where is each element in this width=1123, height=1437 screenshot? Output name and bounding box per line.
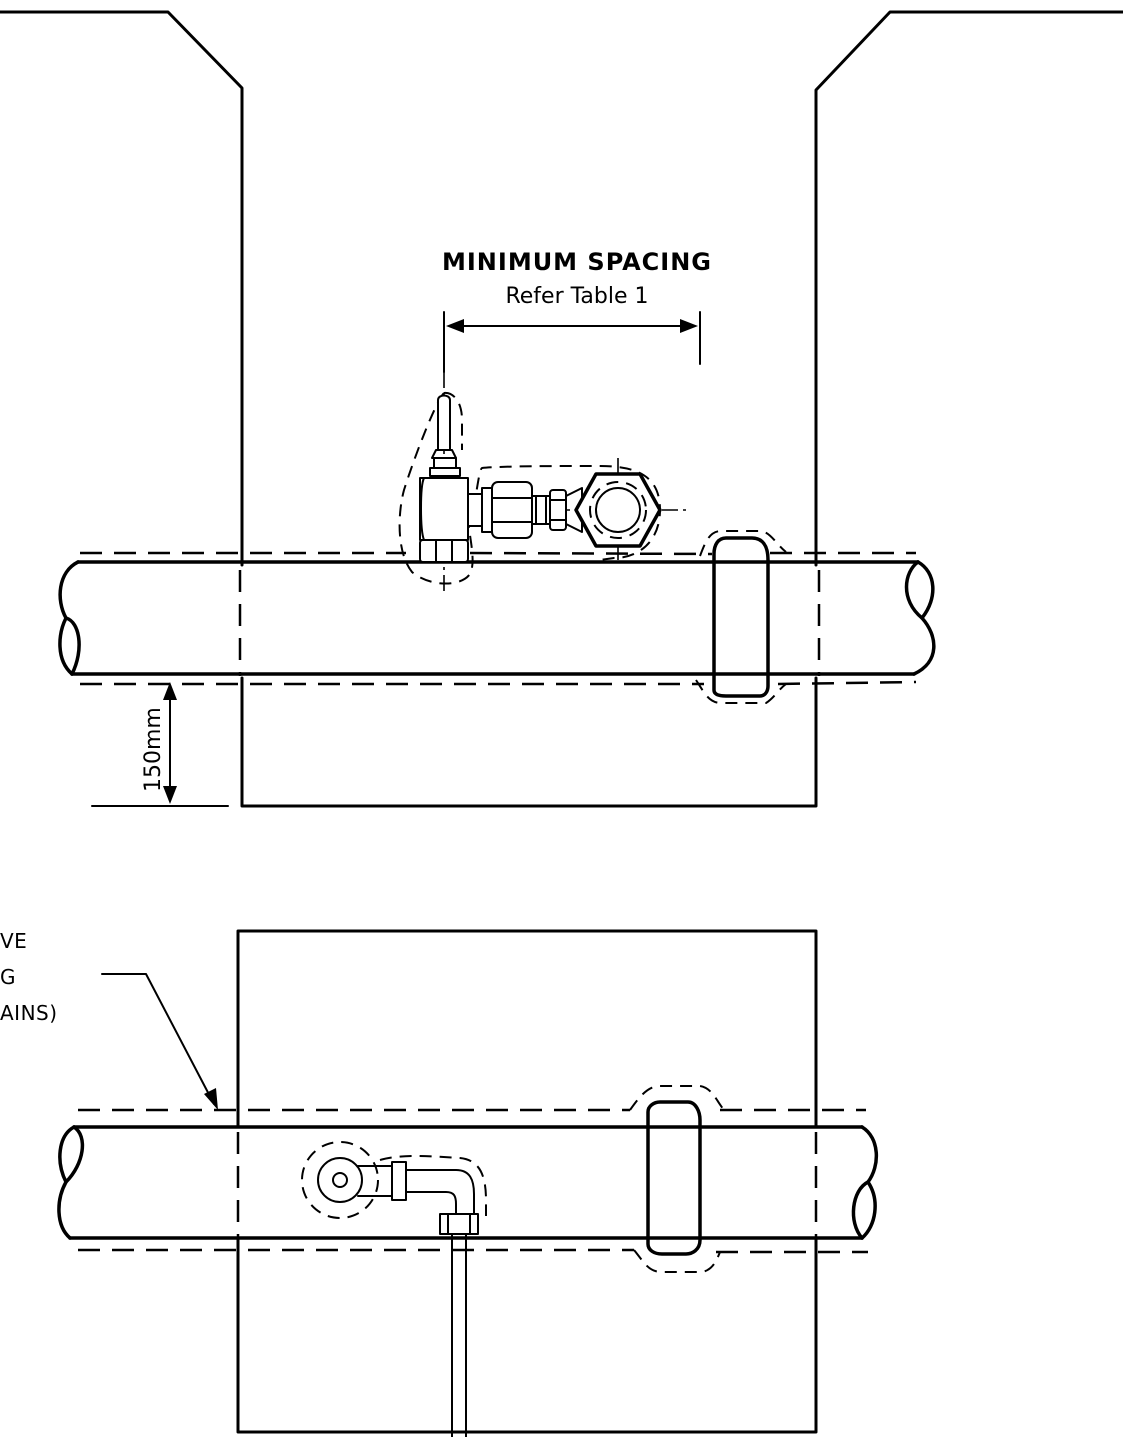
side-note-line-1: VE (0, 929, 27, 953)
pipe-clamp-lower (629, 1085, 725, 1273)
minimum-spacing-dimension: MINIMUM SPACING Refer Table 1 (442, 248, 712, 373)
height-dimension: 150mm (91, 682, 229, 807)
valve-assembly[interactable] (398, 372, 686, 594)
tap-plan[interactable] (301, 1141, 487, 1437)
side-note-leader: VE G AINS) (0, 929, 218, 1110)
lower-view: VE G AINS) (0, 929, 879, 1437)
minimum-spacing-title: MINIMUM SPACING (442, 248, 712, 276)
lower-wall-outline (236, 929, 818, 1129)
minimum-spacing-reference: Refer Table 1 (505, 284, 648, 309)
upper-wall-outline (0, 10, 244, 567)
side-note-line-3: AINS) (0, 1001, 58, 1025)
upper-pipe (58, 560, 936, 676)
pipe-clamp-upper (695, 530, 787, 704)
side-note-line-2: G (0, 965, 16, 989)
upper-view: MINIMUM SPACING Refer Table 1 150mm (0, 10, 1123, 808)
height-dimension-label: 150mm (141, 707, 166, 792)
